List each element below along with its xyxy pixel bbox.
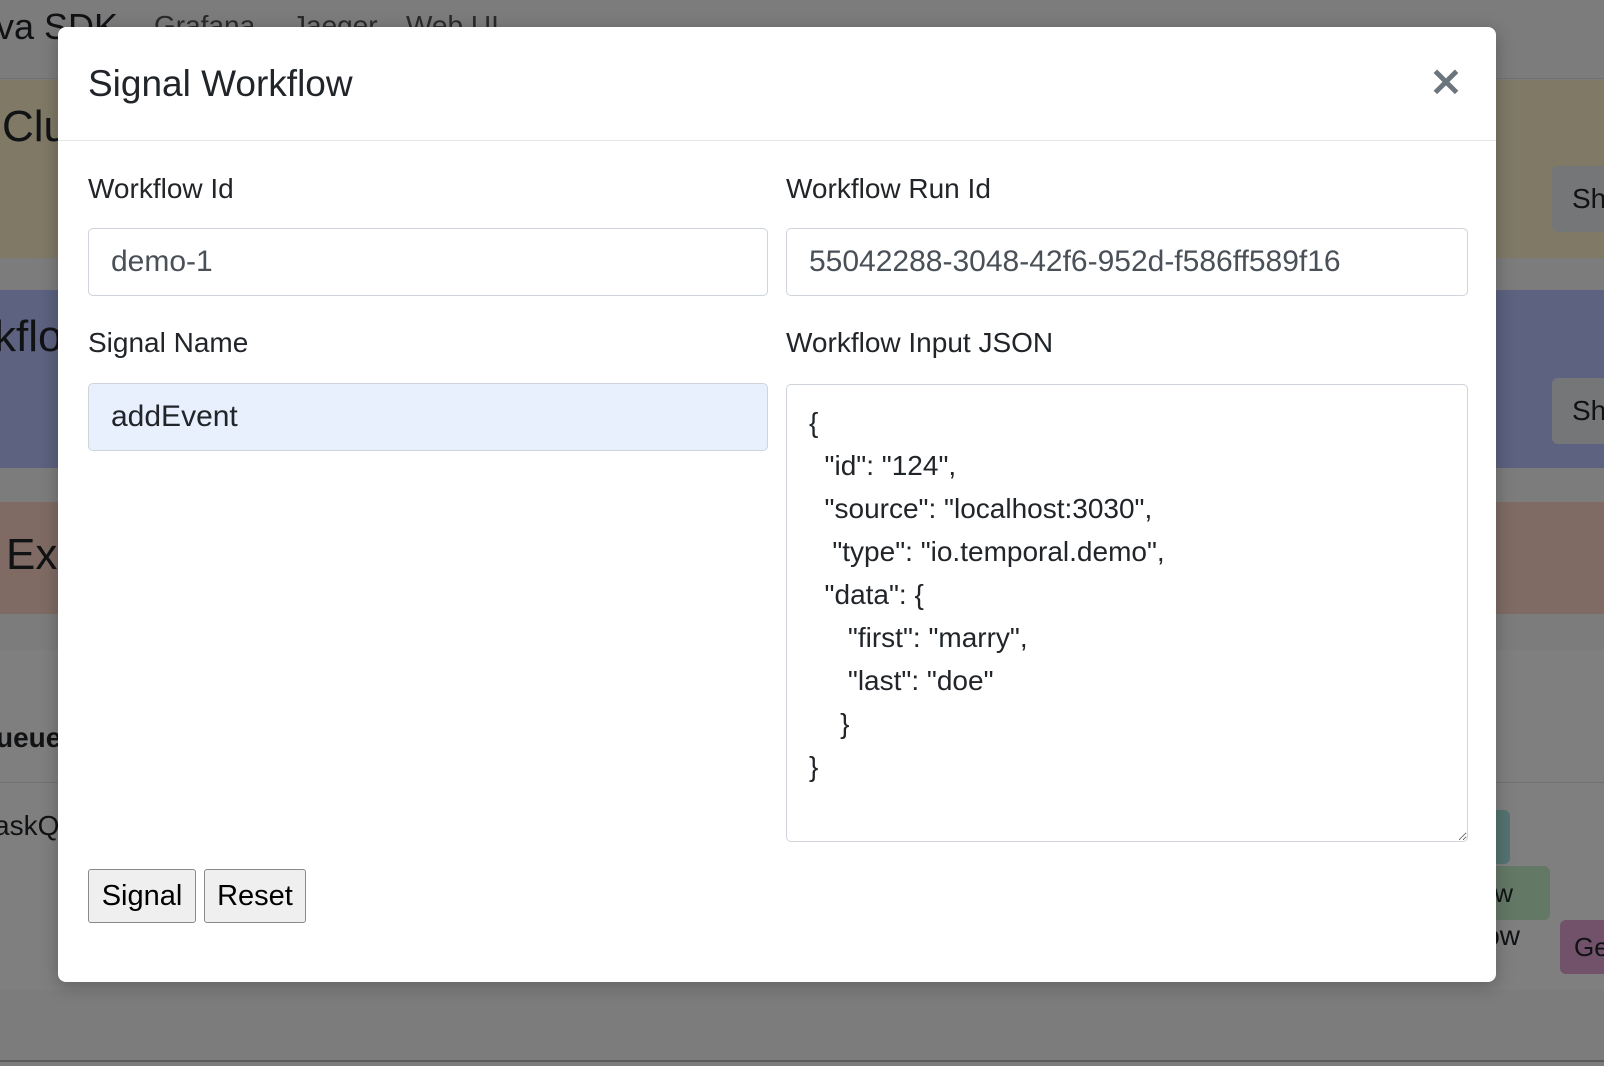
workflow-input-json-textarea[interactable]: { "id": "124", "source": "localhost:3030… [786, 384, 1468, 842]
workflow-id-label: Workflow Id [88, 173, 234, 204]
signal-name-label: Signal Name [88, 327, 249, 358]
modal-header: Signal Workflow × [58, 27, 1496, 141]
modal-title: Signal Workflow [88, 63, 353, 104]
page-bottom-border [0, 1060, 1604, 1062]
workflow-run-id-input[interactable] [786, 228, 1468, 296]
reset-button[interactable]: Reset [204, 869, 306, 923]
signal-name-input[interactable] [88, 383, 768, 451]
close-icon[interactable]: × [1426, 60, 1466, 102]
workflow-run-id-label: Workflow Run Id [786, 173, 991, 204]
workflow-input-json-label: Workflow Input JSON [786, 327, 1054, 358]
signal-button[interactable]: Signal [88, 869, 196, 923]
workflow-id-input[interactable] [88, 228, 768, 296]
signal-workflow-modal: Signal Workflow × Workflow Id Workflow R… [58, 27, 1496, 982]
